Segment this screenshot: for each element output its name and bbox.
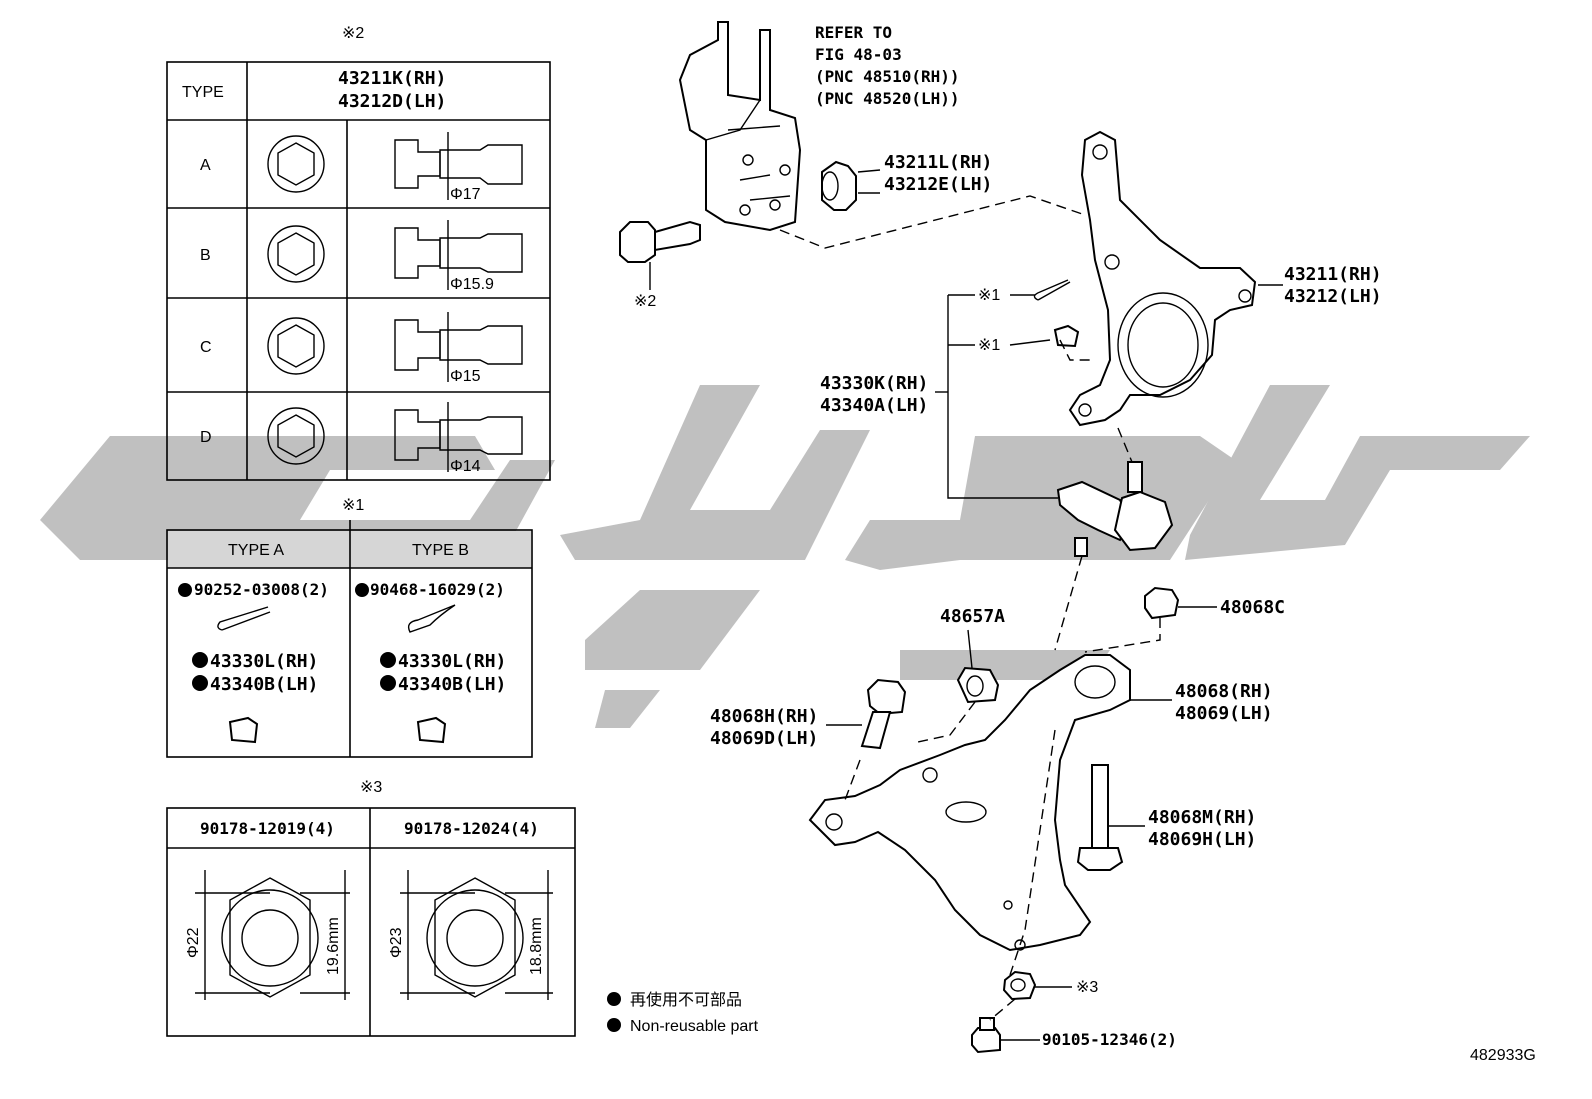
pin-col-a: TYPE A	[228, 542, 284, 559]
bolt-type-label: D	[200, 429, 212, 446]
nut-left: Φ22 19.6mm	[185, 870, 350, 1000]
pin-a-nut-rh: 43330L(RH)	[210, 651, 318, 672]
refer-line3: (PNC 48510(RH))	[815, 67, 960, 86]
bolt-row-b: B Φ15.9	[200, 220, 523, 293]
bolt-diameter: Φ17	[450, 186, 481, 203]
ball-joint-rh-label: 43330K(RH)	[820, 373, 928, 394]
nut-table-mark: ※3	[360, 779, 382, 796]
bush-rh-label: 43211L(RH)	[884, 152, 992, 173]
bolt-48068h	[866, 678, 907, 716]
pin-b-nut-rh: 43330L(RH)	[398, 651, 506, 672]
bolt-type-table: ※2 TYPE 43211K(RH) 43212D(LH) A Φ17 B Φ1…	[166, 25, 551, 481]
nut-col2: 90178-12024(4)	[404, 819, 539, 838]
castle-nut-icon	[228, 716, 259, 744]
bolt-h-lh-label: 48069D(LH)	[710, 728, 818, 749]
pin-b-nut-lh: 43340B(LH)	[398, 674, 506, 695]
bolt-bottom	[971, 1027, 1001, 1054]
legend-line1: 再使用不可部品	[630, 991, 742, 1009]
legend: 再使用不可部品 Non-reusable part	[607, 991, 759, 1035]
bolt-table-mark: ※2	[342, 25, 364, 42]
nut-48068c	[1144, 586, 1180, 620]
refer-line4: (PNC 48520(LH))	[815, 89, 960, 108]
refer-line1: REFER TO	[815, 23, 892, 42]
pin-type-table: ※1 TYPE A TYPE B 90252-03008(2) 90468-16…	[166, 497, 533, 758]
bolt-diameter: Φ14	[450, 458, 481, 475]
bushing-48657a	[956, 666, 1000, 704]
pin-col-b: TYPE B	[412, 542, 469, 559]
pin-mark2-label: ※1	[978, 337, 1000, 354]
figure-id: 482933G	[1470, 1047, 1536, 1064]
type-header: TYPE	[182, 84, 224, 101]
arm-lh-label: 48069(LH)	[1175, 703, 1273, 724]
cotter-pin	[1033, 279, 1071, 301]
nut-dia2: Φ23	[388, 927, 405, 958]
nut-dia1: Φ22	[185, 927, 202, 958]
bolt-row-a: A Φ17	[200, 132, 523, 203]
bolt-diameter: Φ15	[450, 368, 481, 385]
nut-table: ※3 90178-12019(4) 90178-12024(4) Φ22 19.…	[166, 779, 576, 1037]
strut-bracket	[678, 21, 802, 232]
bolt-diameter: Φ15.9	[450, 276, 494, 293]
clip-pin-icon	[407, 604, 456, 633]
nut-height1: 19.6mm	[325, 917, 342, 975]
pin-table-mark: ※1	[342, 497, 364, 514]
bolt-part-rh: 43211K(RH)	[338, 68, 446, 89]
bolt-m-lh-label: 48069H(LH)	[1148, 829, 1256, 850]
bolt-48068m	[1091, 764, 1109, 849]
knuckle-rh-label: 43211(RH)	[1284, 264, 1382, 285]
bolt-row-d: D Φ14	[200, 402, 523, 475]
steering-knuckle	[1068, 130, 1257, 427]
pin-a-part: 90252-03008(2)	[194, 580, 329, 599]
bolt-row-c: C Φ15	[200, 312, 523, 385]
bolt-h-rh-label: 48068H(RH)	[710, 706, 818, 727]
bolt-m-rh-label: 48068M(RH)	[1148, 807, 1256, 828]
castle-nut	[1053, 324, 1080, 348]
cotter-pin-icon	[217, 606, 271, 631]
nut-mark-label: ※3	[1076, 979, 1098, 996]
castle-nut-icon	[416, 716, 447, 744]
legend-line2: Non-reusable part	[630, 1018, 759, 1035]
bolt-part-lh: 43212D(LH)	[338, 91, 446, 112]
bolt-type-label: C	[200, 339, 212, 356]
assembly-drawing	[619, 21, 1283, 1054]
pin-b-part: 90468-16029(2)	[370, 580, 505, 599]
nut-right: Φ23 18.8mm	[388, 870, 553, 1000]
nut-c-label: 48068C	[1220, 597, 1285, 618]
nut-col1: 90178-12019(4)	[200, 819, 335, 838]
strut-bolt	[619, 221, 656, 263]
bolt-type-label: A	[200, 157, 211, 174]
pin-mark1-label: ※1	[978, 287, 1000, 304]
bolt-bottom-label: 90105-12346(2)	[1042, 1030, 1177, 1049]
nut-bottom	[1002, 970, 1037, 1001]
callouts: REFER TO FIG 48-03 (PNC 48510(RH)) (PNC …	[634, 23, 1536, 1064]
ball-joint-lh-label: 43340A(LH)	[820, 395, 928, 416]
bushing-label: 48657A	[940, 606, 1005, 627]
ball-joint	[1056, 480, 1132, 542]
bush-lh-label: 43212E(LH)	[884, 174, 992, 195]
refer-line2: FIG 48-03	[815, 45, 902, 64]
knuckle-lh-label: 43212(LH)	[1284, 286, 1382, 307]
bolt-type-label: B	[200, 247, 211, 264]
pin-a-nut-lh: 43340B(LH)	[210, 674, 318, 695]
nut-height2: 18.8mm	[528, 917, 545, 975]
bolt-mark-label: ※2	[634, 293, 656, 310]
arm-rh-label: 48068(RH)	[1175, 681, 1273, 702]
bush	[821, 160, 857, 211]
